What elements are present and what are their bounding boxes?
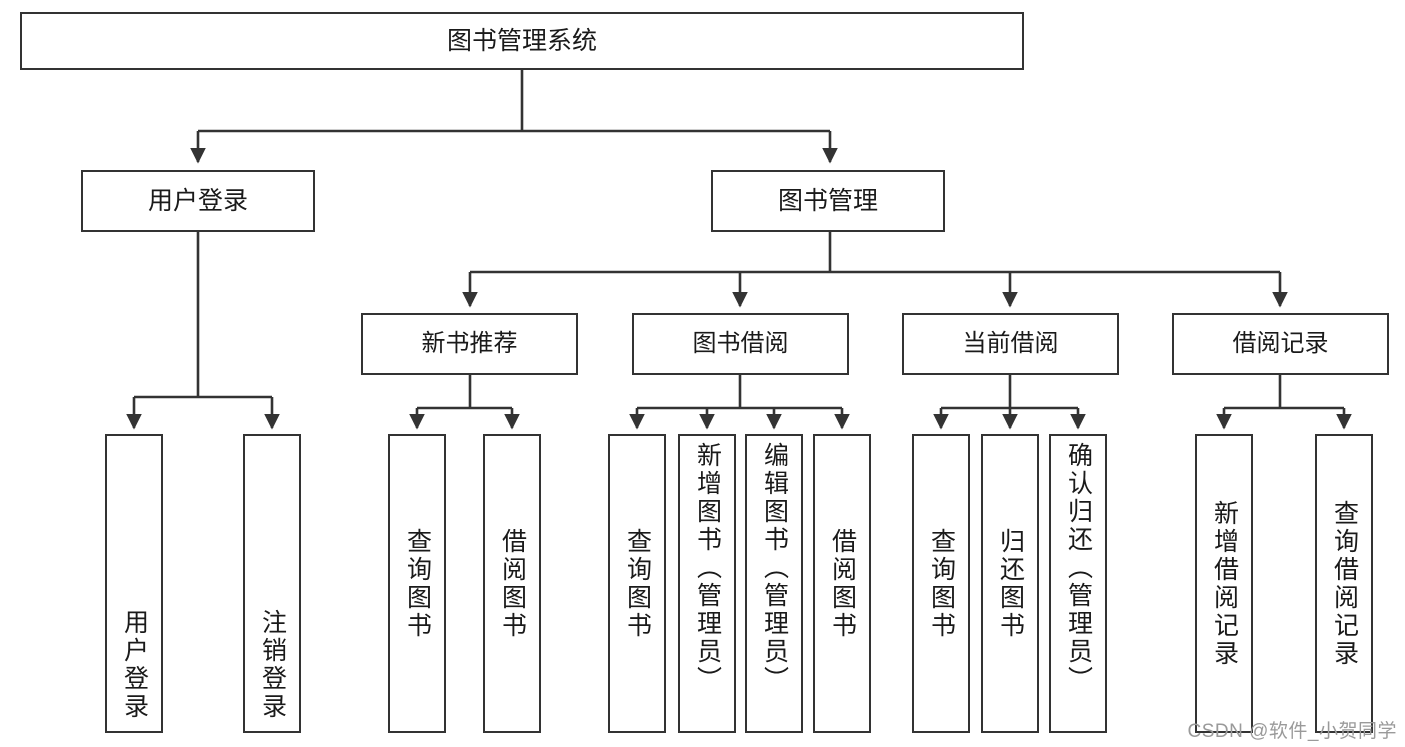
leaf-borrow-book-2[interactable]: 借阅图书 bbox=[813, 434, 871, 733]
leaf-borrow-book-2-label: 借阅图书 bbox=[828, 527, 857, 640]
leaf-return-book-label: 归还图书 bbox=[996, 527, 1025, 640]
node-borrow-record[interactable]: 借阅记录 bbox=[1172, 313, 1389, 375]
leaf-borrow-book-1[interactable]: 借阅图书 bbox=[483, 434, 541, 733]
node-book-borrow-label: 图书借阅 bbox=[692, 329, 789, 357]
node-user-login-label: 用户登录 bbox=[147, 187, 248, 215]
leaf-user-login[interactable]: 用户登录 bbox=[105, 434, 163, 733]
node-new-book-recommend-label: 新书推荐 bbox=[421, 329, 518, 357]
node-current-borrow-label: 当前借阅 bbox=[962, 329, 1059, 357]
node-user-login[interactable]: 用户登录 bbox=[81, 170, 315, 232]
leaf-return-book[interactable]: 归还图书 bbox=[981, 434, 1039, 733]
node-book-borrow[interactable]: 图书借阅 bbox=[632, 313, 849, 375]
leaf-add-book-admin[interactable]: 新增图书（管理员） bbox=[678, 434, 736, 733]
leaf-query-book-3-label: 查询图书 bbox=[927, 527, 956, 640]
node-root-label: 图书管理系统 bbox=[446, 27, 597, 55]
leaf-query-book-2[interactable]: 查询图书 bbox=[608, 434, 666, 733]
node-book-manage-label: 图书管理 bbox=[777, 187, 878, 215]
leaf-add-book-admin-label: 新增图书（管理员） bbox=[693, 442, 722, 694]
leaf-query-borrow-record-label: 查询借阅记录 bbox=[1330, 499, 1359, 668]
leaf-edit-book-admin-label: 编辑图书（管理员） bbox=[760, 442, 789, 694]
leaf-query-book-1-label: 查询图书 bbox=[403, 527, 432, 640]
node-new-book-recommend[interactable]: 新书推荐 bbox=[361, 313, 578, 375]
leaf-query-book-3[interactable]: 查询图书 bbox=[912, 434, 970, 733]
leaf-query-book-2-label: 查询图书 bbox=[623, 527, 652, 640]
leaf-user-login-label: 用户登录 bbox=[120, 609, 149, 721]
node-root[interactable]: 图书管理系统 bbox=[20, 12, 1024, 70]
node-borrow-record-label: 借阅记录 bbox=[1232, 329, 1329, 357]
leaf-add-borrow-record[interactable]: 新增借阅记录 bbox=[1195, 434, 1253, 733]
watermark-text: CSDN @软件_小贺同学 bbox=[1187, 721, 1397, 742]
leaf-confirm-return-admin[interactable]: 确认归还（管理员） bbox=[1049, 434, 1107, 733]
leaf-logout-login[interactable]: 注销登录 bbox=[243, 434, 301, 733]
node-current-borrow[interactable]: 当前借阅 bbox=[902, 313, 1119, 375]
leaf-logout-login-label: 注销登录 bbox=[258, 609, 287, 721]
leaf-confirm-return-admin-label: 确认归还（管理员） bbox=[1064, 442, 1093, 694]
node-book-manage[interactable]: 图书管理 bbox=[711, 170, 945, 232]
leaf-query-borrow-record[interactable]: 查询借阅记录 bbox=[1315, 434, 1373, 733]
leaf-query-book-1[interactable]: 查询图书 bbox=[388, 434, 446, 733]
leaf-edit-book-admin[interactable]: 编辑图书（管理员） bbox=[745, 434, 803, 733]
leaf-borrow-book-1-label: 借阅图书 bbox=[498, 527, 527, 640]
leaf-add-borrow-record-label: 新增借阅记录 bbox=[1210, 499, 1239, 668]
